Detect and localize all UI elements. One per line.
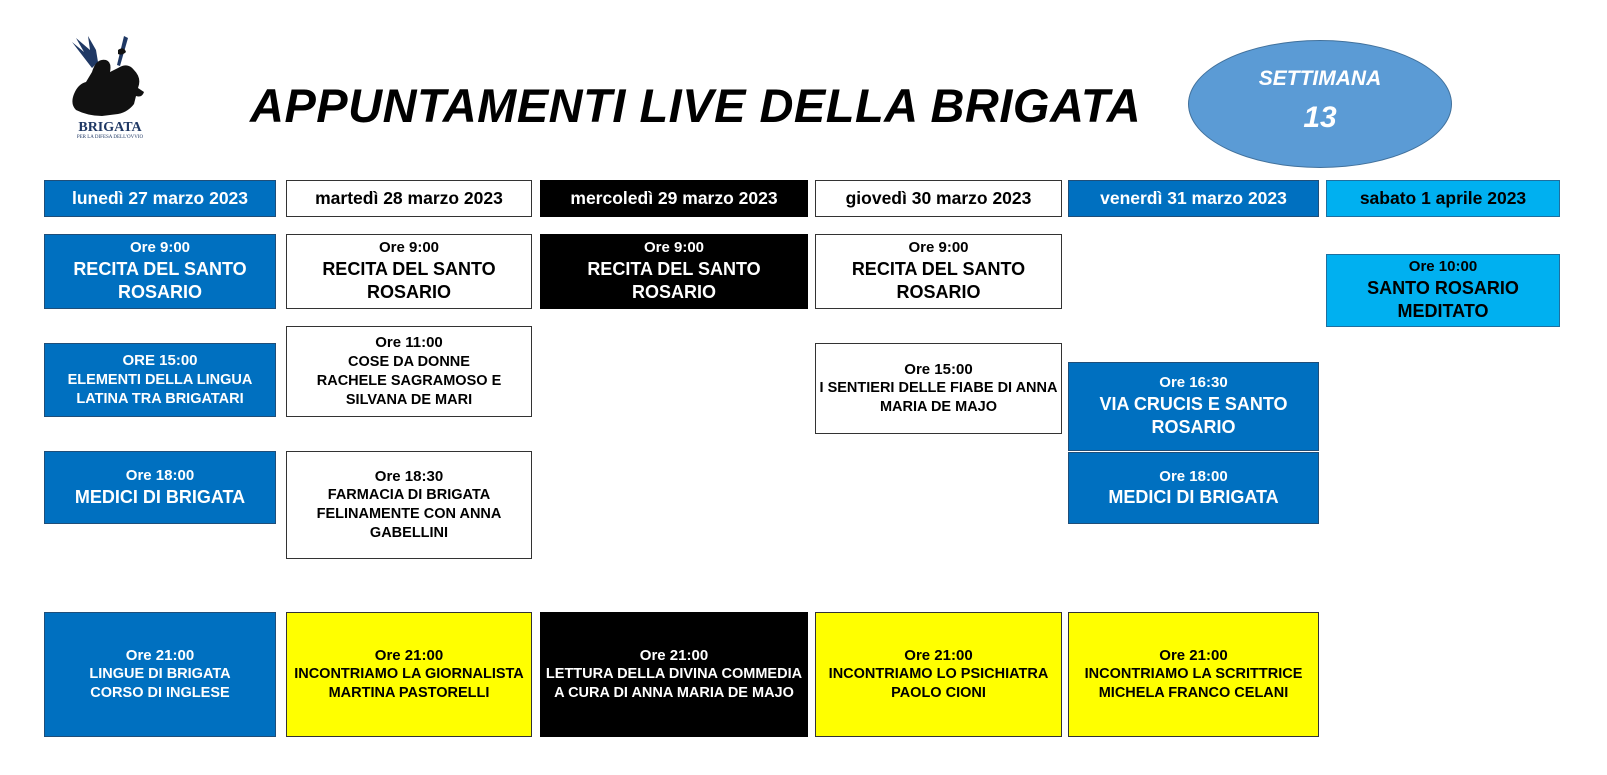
event-time: Ore 9:00 — [129, 239, 191, 257]
event-card: Ore 10:00 SANTO ROSARIO MEDITATO — [1326, 254, 1560, 327]
event-title: ROSARIO — [117, 282, 202, 303]
event-title: I SENTIERI DELLE FIABE DI ANNA — [819, 380, 1058, 397]
event-title: LATINA TRA BRIGATARI — [76, 390, 244, 407]
event-title: FARMACIA DI BRIGATA — [327, 487, 491, 504]
day-header-tuesday: martedì 28 marzo 2023 — [286, 180, 532, 217]
event-card: Ore 15:00 I SENTIERI DELLE FIABE DI ANNA… — [815, 343, 1062, 434]
event-time: Ore 10:00 — [1408, 258, 1478, 276]
event-card: Ore 21:00 LETTURA DELLA DIVINA COMMEDIA … — [540, 612, 808, 737]
event-card: Ore 9:00 RECITA DEL SANTO ROSARIO — [540, 234, 808, 309]
event-time: Ore 21:00 — [1159, 646, 1228, 664]
event-time: ORE 15:00 — [122, 352, 198, 370]
event-title: ROSARIO — [631, 282, 716, 303]
event-card: Ore 18:00 MEDICI DI BRIGATA — [44, 451, 276, 524]
event-card: Ore 16:30 VIA CRUCIS E SANTO ROSARIO — [1068, 362, 1319, 451]
event-card: Ore 9:00 RECITA DEL SANTO ROSARIO — [286, 234, 532, 309]
event-title: RECITA DEL SANTO ROSARIO — [851, 258, 1026, 303]
event-title: CORSO DI INGLESE — [90, 685, 230, 702]
event-card: Ore 21:00 INCONTRIAMO LO PSICHIATRA PAOL… — [815, 612, 1062, 737]
event-card: Ore 18:30 FARMACIA DI BRIGATA FELINAMENT… — [286, 451, 532, 559]
event-title: LINGUE DI BRIGATA — [89, 666, 231, 683]
event-title: MEDICI DI BRIGATA — [1108, 487, 1279, 508]
event-title: RACHELE SAGRAMOSO E — [316, 372, 502, 389]
event-title: ELEMENTI DELLA LINGUA — [67, 371, 253, 388]
event-card: ORE 15:00 ELEMENTI DELLA LINGUA LATINA T… — [44, 343, 276, 417]
event-title: ROSARIO — [1151, 417, 1236, 438]
event-time: Ore 18:30 — [374, 467, 444, 485]
week-label: SETTIMANA — [1258, 67, 1382, 90]
event-time: Ore 21:00 — [904, 646, 973, 664]
event-title: COSE DA DONNE — [348, 353, 470, 370]
event-title: MEDICI DI BRIGATA — [74, 486, 246, 507]
event-time: Ore 21:00 — [125, 646, 195, 664]
week-number: 13 — [1303, 101, 1337, 134]
event-title: MARTINA PASTORELLI — [328, 685, 490, 702]
event-title: RECITA DEL SANTO — [587, 258, 761, 279]
event-time: Ore 18:00 — [125, 467, 195, 485]
event-time: Ore 21:00 — [374, 646, 444, 664]
event-title: RECITA DEL SANTO — [73, 258, 247, 279]
event-title: INCONTRIAMO LO PSICHIATRA — [828, 666, 1049, 683]
event-title: MEDITATO — [1397, 301, 1489, 322]
day-header-saturday: sabato 1 aprile 2023 — [1326, 180, 1560, 217]
event-title: RECITA DEL SANTO ROSARIO — [322, 258, 496, 303]
event-card: Ore 18:00 MEDICI DI BRIGATA — [1068, 452, 1319, 524]
event-time: Ore 11:00 — [375, 334, 443, 352]
event-time: Ore 9:00 — [643, 239, 705, 257]
week-badge: SETTIMANA 13 — [1188, 40, 1452, 168]
event-title: MARIA DE MAJO — [879, 399, 998, 416]
event-title: VIA CRUCIS E SANTO — [1099, 393, 1288, 414]
page-title: APPUNTAMENTI LIVE DELLA BRIGATA — [250, 79, 1142, 132]
event-time: Ore 9:00 — [908, 239, 969, 257]
event-card: Ore 21:00 INCONTRIAMO LA GIORNALISTA MAR… — [286, 612, 532, 737]
event-title: INCONTRIAMO LA SCRITTRICE — [1084, 666, 1303, 683]
logo-text: BRIGATA — [78, 120, 142, 135]
event-title: SANTO ROSARIO — [1367, 277, 1519, 298]
event-time: Ore 18:00 — [1159, 467, 1228, 485]
day-header-friday: venerdì 31 marzo 2023 — [1068, 180, 1319, 217]
event-time: Ore 21:00 — [639, 646, 709, 664]
event-time: Ore 16:30 — [1159, 374, 1228, 392]
day-header-wednesday: mercoledì 29 marzo 2023 — [540, 180, 808, 217]
event-title: MICHELA FRANCO CELANI — [1098, 685, 1289, 702]
event-title: LETTURA DELLA DIVINA COMMEDIA — [545, 666, 803, 683]
event-title: INCONTRIAMO LA GIORNALISTA — [294, 666, 524, 683]
event-title: PAOLO CIONI — [891, 685, 986, 702]
event-card: Ore 9:00 RECITA DEL SANTO ROSARIO — [815, 234, 1062, 309]
event-title: SILVANA DE MARI — [345, 391, 473, 408]
day-header-thursday: giovedì 30 marzo 2023 — [815, 180, 1062, 217]
rider-icon — [72, 36, 144, 116]
day-header-monday: lunedì 27 marzo 2023 — [44, 180, 276, 217]
event-card: Ore 21:00 LINGUE DI BRIGATA CORSO DI ING… — [44, 612, 276, 737]
event-time: Ore 9:00 — [378, 239, 440, 257]
event-title: FELINAMENTE CON ANNA — [316, 506, 502, 523]
event-card: Ore 11:00 COSE DA DONNE RACHELE SAGRAMOS… — [286, 326, 532, 417]
event-time: Ore 15:00 — [904, 360, 973, 378]
event-card: Ore 9:00 RECITA DEL SANTO ROSARIO — [44, 234, 276, 309]
event-title: A CURA DI ANNA MARIA DE MAJO — [554, 685, 794, 702]
event-title: GABELLINI — [369, 525, 449, 542]
logo-subtext: PER LA DIFESA DELL'OVVIO — [76, 135, 144, 140]
event-card: Ore 21:00 INCONTRIAMO LA SCRITTRICE MICH… — [1068, 612, 1319, 737]
brigata-logo: BRIGATA PER LA DIFESA DELL'OVVIO — [62, 32, 158, 144]
